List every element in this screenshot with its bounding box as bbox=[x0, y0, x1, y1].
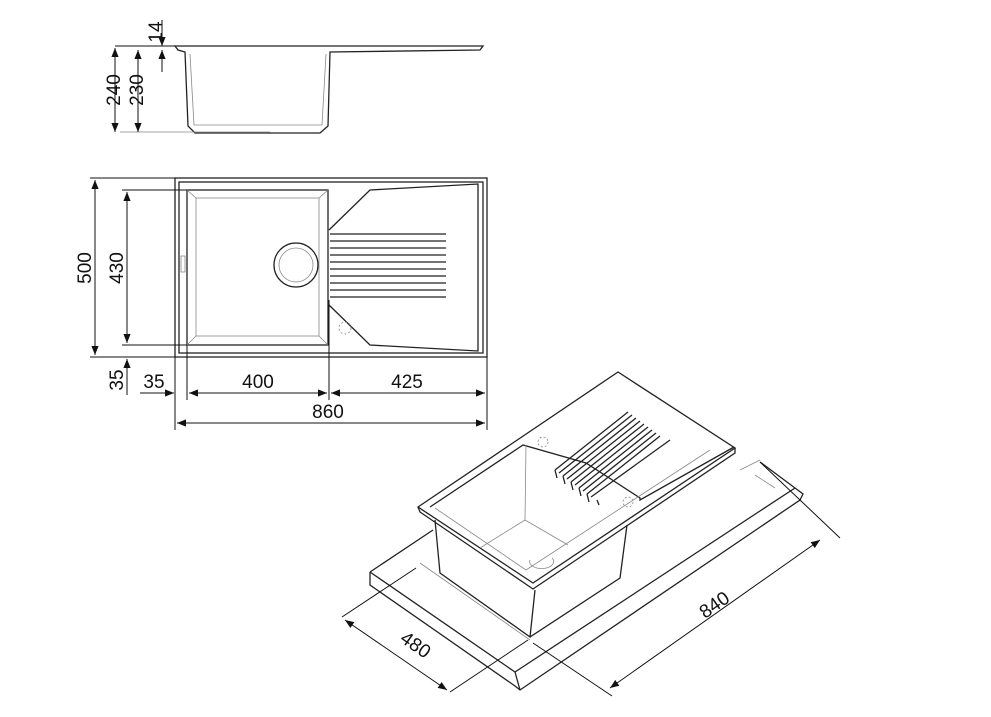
dim-front-margin: 35 bbox=[107, 369, 128, 390]
top-view: 500 430 35 35 400 425 860 bbox=[75, 177, 488, 430]
dim-total-width: 860 bbox=[312, 402, 344, 423]
dim-total-height: 240 bbox=[104, 74, 125, 106]
dim-left-margin: 35 bbox=[143, 372, 164, 393]
dim-width-depth: 500 bbox=[75, 252, 96, 284]
dim-bowl-width: 400 bbox=[242, 372, 274, 393]
iso-view: 480 840 bbox=[341, 371, 841, 697]
drainer-ribs bbox=[330, 233, 446, 298]
iso-drainer-ribs bbox=[554, 411, 671, 506]
dim-cutout-depth: 480 bbox=[396, 628, 434, 663]
side-view: 240 230 14 bbox=[104, 20, 485, 134]
dim-bowl-depth-top: 430 bbox=[107, 252, 128, 284]
dim-bowl-depth: 230 bbox=[127, 74, 148, 106]
dim-rim-thickness: 14 bbox=[146, 21, 167, 43]
dim-cutout-width: 840 bbox=[696, 588, 734, 623]
drain-icon bbox=[273, 242, 319, 288]
dim-drainer-width: 425 bbox=[391, 372, 423, 393]
